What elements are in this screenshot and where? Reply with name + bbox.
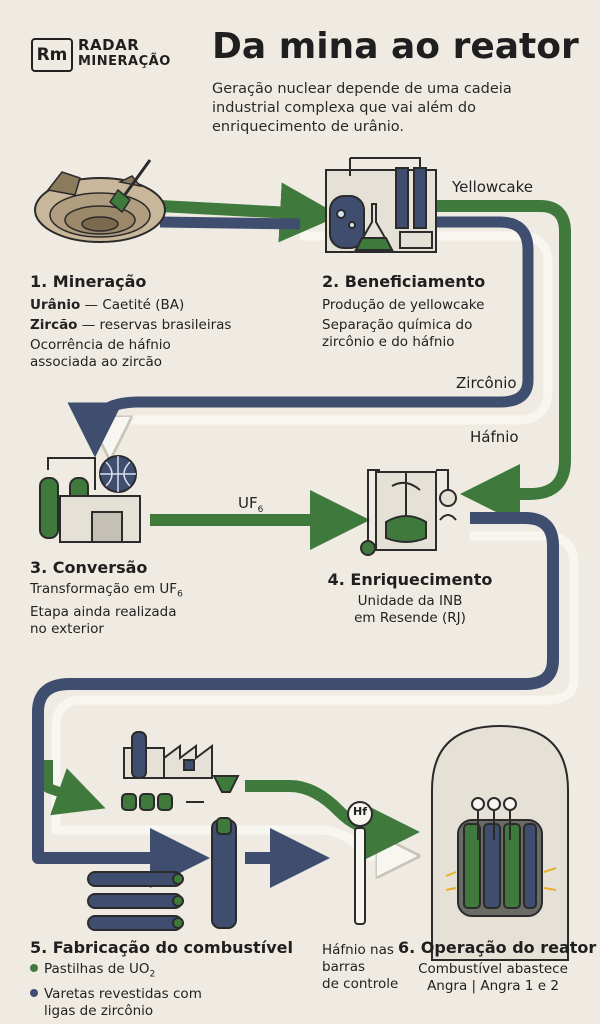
flow-label-yellowcake: Yellowcake <box>452 178 533 196</box>
mine-pit-icon <box>34 159 166 243</box>
green-path-4 <box>245 780 420 862</box>
hafnium-rod-icon <box>347 801 373 925</box>
navy-path-2 <box>67 216 534 458</box>
brand-name-line1: RADAR <box>78 36 140 54</box>
green-path-1 <box>159 182 340 243</box>
step-4-title: 4. Enriquecimento <box>327 570 493 589</box>
processing-plant-icon <box>325 157 437 253</box>
flow-label-hafnio: Háfnio <box>470 428 519 446</box>
hafnium-badge: Hf <box>353 805 367 818</box>
brand-logo: Rm <box>31 38 73 72</box>
step-3-conversao: 3. Conversão Transformação em UF6 Etapa … <box>30 558 250 638</box>
step-2-title: 2. Beneficiamento <box>322 272 486 291</box>
fuel-fabrication-icon <box>87 731 240 931</box>
enrichment-unit-icon <box>360 469 457 556</box>
navy-path-1 <box>159 216 301 230</box>
page-title: Da mina ao reator <box>212 26 579 67</box>
flow-label-zirconio: Zircônio <box>456 374 517 392</box>
step-4-enriquecimento: 4. Enriquecimento Unidade da INB em Rese… <box>320 570 500 627</box>
reactor-icon <box>431 724 569 961</box>
navy-path-3 <box>32 512 559 888</box>
step-1-mineracao: 1. Mineração Urânio — Caetité (BA) Zircã… <box>30 272 280 371</box>
step-6-title: 6. Operação do reator <box>398 938 597 957</box>
step-5-fabricacao: 5. Fabricação do combustível Pastilhas d… <box>30 938 300 1020</box>
hafnio-note: Háfnio nas barras de controle <box>322 942 399 992</box>
page-subtitle: Geração nuclear depende de uma cadeia in… <box>212 81 512 135</box>
step-2-beneficiamento: 2. Beneficiamento Produção de yellowcake… <box>322 272 562 351</box>
step-6-operacao: 6. Operação do reator Combustível abaste… <box>398 938 597 994</box>
step-3-title: 3. Conversão <box>30 558 148 577</box>
green-bullet-icon <box>30 964 38 972</box>
step-5-title: 5. Fabricação do combustível <box>30 938 293 957</box>
brand-name-line2: MINERAÇÃO <box>78 54 171 69</box>
navy-bullet-icon <box>30 988 38 997</box>
step-1-title: 1. Mineração <box>30 272 147 291</box>
conversion-plant-icon <box>39 455 141 543</box>
green-path-2 <box>435 200 571 524</box>
flow-label-uf6: UF6 <box>238 494 264 515</box>
